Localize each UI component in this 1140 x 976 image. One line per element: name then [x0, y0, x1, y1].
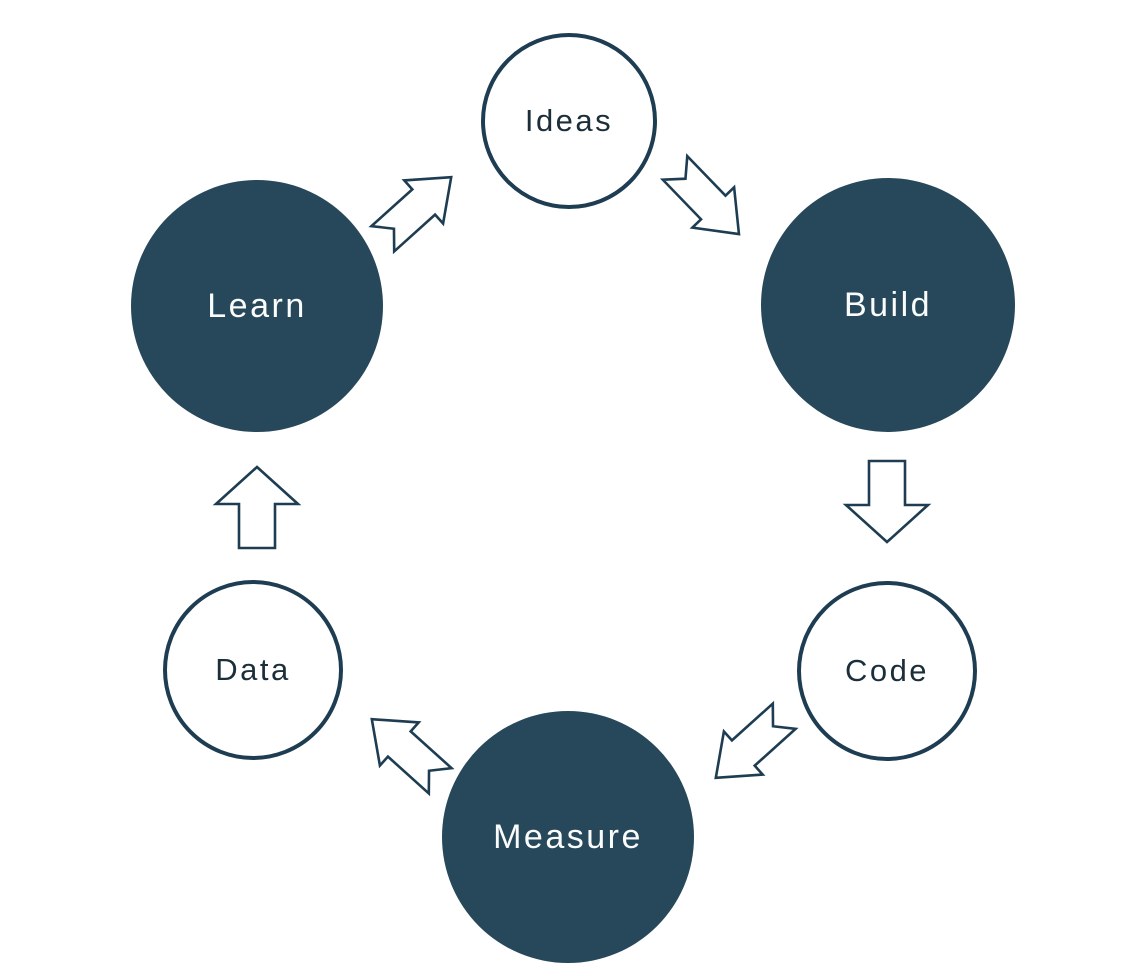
notched-arrow-up-right-icon — [368, 175, 453, 255]
node-ideas-label: Ideas — [524, 103, 614, 138]
block-arrow-up-icon — [212, 465, 302, 550]
node-build: Build — [761, 178, 1015, 432]
node-ideas: Ideas — [481, 33, 657, 209]
notched-arrow-down-left-icon — [714, 700, 799, 780]
node-learn: Learn — [131, 180, 383, 432]
node-learn-label: Learn — [207, 286, 307, 325]
node-measure: Measure — [442, 711, 694, 963]
node-measure-label: Measure — [493, 817, 643, 856]
block-arrow-down-icon — [842, 459, 932, 544]
node-data-label: Data — [215, 652, 291, 687]
node-build-label: Build — [843, 285, 933, 324]
node-data: Data — [163, 580, 343, 760]
node-code: Code — [797, 581, 977, 761]
notched-arrow-down-right-icon — [659, 153, 741, 236]
node-code-label: Code — [844, 653, 930, 688]
notched-arrow-up-left-icon — [370, 717, 455, 797]
